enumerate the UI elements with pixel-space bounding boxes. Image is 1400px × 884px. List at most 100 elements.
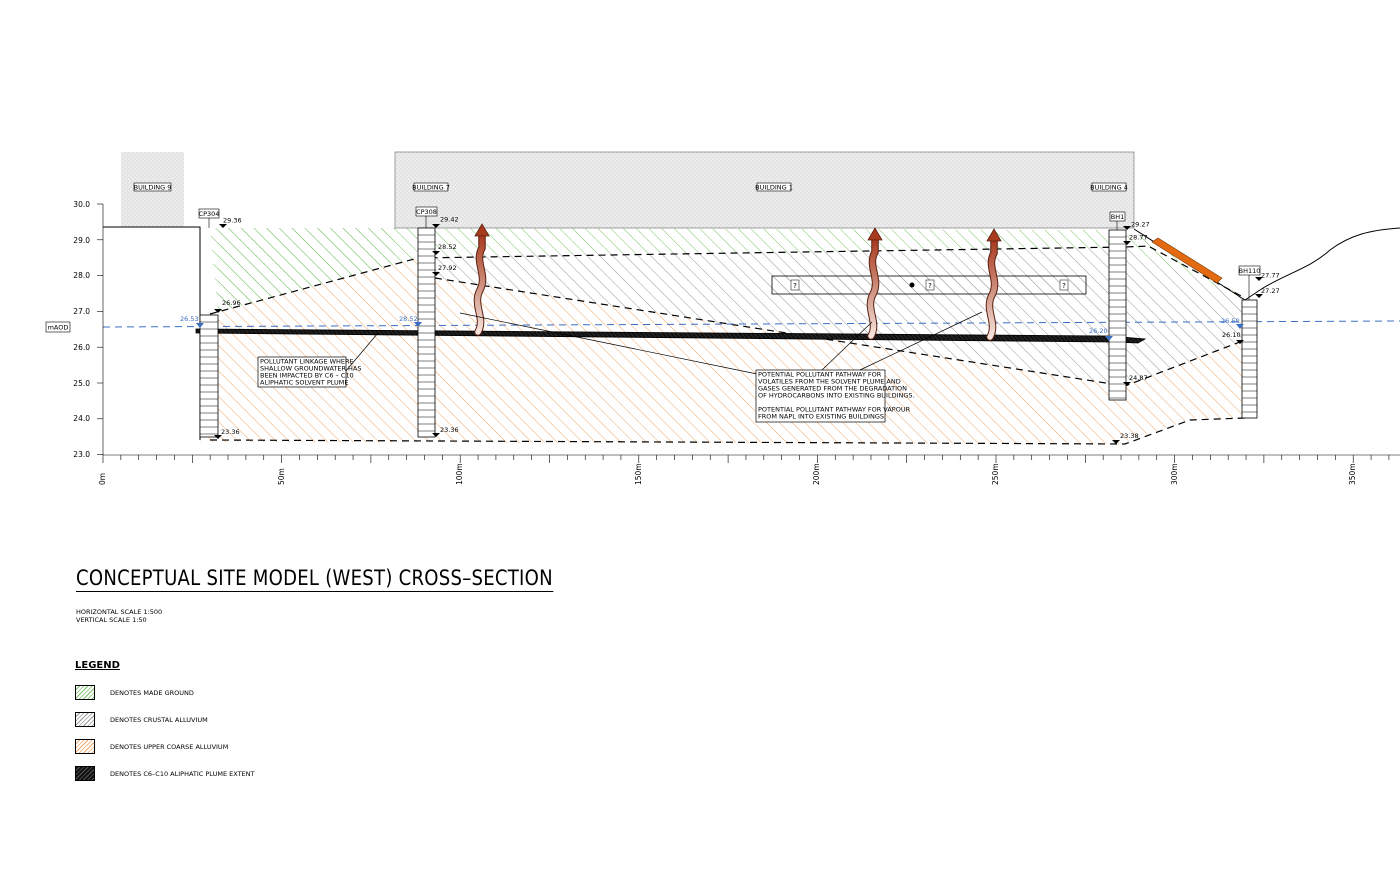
legend-label: DENOTES UPPER COARSE ALLUVIUM [110, 742, 229, 751]
svg-text:VOLATILES FROM THE SOLVENT PLU: VOLATILES FROM THE SOLVENT PLUME AND [758, 378, 901, 386]
annotation-right: POTENTIAL POLLUTANT PATHWAY FOR VOLATILE… [755, 369, 915, 423]
svg-text:GASES GENERATED FROM THE DEGRA: GASES GENERATED FROM THE DEGRADATION [758, 385, 907, 393]
elev-label-26: 26.0 [73, 343, 90, 352]
svg-text:ALIPHATIC SOLVENT PLUME: ALIPHATIC SOLVENT PLUME [260, 379, 349, 387]
water-table [102, 320, 1400, 328]
borehole-columns [199, 227, 1258, 438]
made-ground-west [210, 228, 395, 312]
svg-text:24.87: 24.87 [1129, 374, 1148, 382]
svg-text:26.53: 26.53 [180, 315, 199, 323]
crustal-alluvium-swatch [75, 712, 95, 727]
svg-text:26.96: 26.96 [222, 299, 241, 307]
svg-text:BUILDING 7: BUILDING 7 [412, 184, 450, 192]
annotation-left: POLLUTANT LINKAGE WHERE SHALLOW GROUNDWA… [257, 356, 362, 388]
legend-item-plume: DENOTES C6–C10 ALIPHATIC PLUME EXTENT [75, 760, 255, 787]
svg-text:?: ? [928, 282, 932, 290]
leader-lines [344, 311, 983, 375]
svg-text:27.27: 27.27 [1261, 287, 1280, 295]
svg-text:26.50: 26.50 [1221, 317, 1240, 325]
legend-label: DENOTES C6–C10 ALIPHATIC PLUME EXTENT [110, 769, 255, 778]
legend-item-crustal-alluvium: DENOTES CRUSTAL ALLUVIUM [75, 706, 255, 733]
svg-text:CP304: CP304 [199, 210, 220, 218]
elev-label-29: 29.0 [73, 236, 90, 245]
legend-label: DENOTES CRUSTAL ALLUVIUM [110, 715, 208, 724]
svg-text:?: ? [1062, 282, 1066, 290]
vertical-scale: VERTICAL SCALE 1:50 [76, 616, 147, 624]
cp308-column [417, 227, 436, 438]
svg-text:OF HYDROCARBONS INTO EXISTING: OF HYDROCARBONS INTO EXISTING BUILDINGS. [758, 392, 915, 400]
level-markers: 29.36 26.96 26.53 23.36 29.42 28.52 27.9… [180, 216, 1280, 444]
distance-axis: 0m 50m 100m 150m 200m 250m 300m 350m [98, 454, 1400, 485]
pathway-arrows [473, 223, 1002, 341]
svg-text:26.20: 26.20 [1089, 327, 1108, 335]
building-7-label: BUILDING 7 [412, 182, 450, 192]
svg-text:28.77: 28.77 [1129, 234, 1148, 242]
dist-label-350: 350m [1348, 463, 1357, 485]
dist-label-200: 200m [812, 463, 821, 485]
svg-text:BUILDING 1: BUILDING 1 [755, 184, 793, 192]
svg-text:BUILDING 4: BUILDING 4 [1090, 184, 1128, 192]
svg-text:27.92: 27.92 [438, 264, 457, 272]
svg-text:BUILDING 9: BUILDING 9 [134, 184, 172, 192]
svg-text:23.38: 23.38 [1120, 432, 1139, 440]
svg-text:?: ? [793, 282, 797, 290]
buildings: BUILDING 9 BUILDING 7 BUILDING 1 BUILDIN… [121, 151, 1135, 229]
building-4-label: BUILDING 4 [1090, 182, 1128, 192]
svg-text:BEEN IMPACTED BY C6 – C10: BEEN IMPACTED BY C6 – C10 [260, 372, 354, 380]
svg-text:CP308: CP308 [416, 208, 437, 216]
svg-text:mAOD: mAOD [48, 324, 69, 332]
svg-text:29.42: 29.42 [440, 216, 459, 224]
cp304-label: CP304 [199, 208, 220, 228]
elev-label-25: 25.0 [73, 379, 90, 388]
plume-swatch [75, 766, 95, 781]
scale-notes: HORIZONTAL SCALE 1:500 VERTICAL SCALE 1:… [76, 608, 631, 624]
cp304-column [199, 314, 219, 438]
datum-box [45, 321, 71, 333]
base-line [209, 417, 1246, 445]
dist-label-300: 300m [1170, 463, 1179, 485]
svg-text:29.36: 29.36 [223, 217, 242, 225]
slope-feature [1151, 237, 1223, 284]
made-ground-base-line [209, 245, 1151, 315]
svg-text:26.10: 26.10 [1222, 331, 1241, 339]
svg-text:23.36: 23.36 [440, 426, 459, 434]
svg-text:POTENTIAL POLLUTANT PATHWAY FO: POTENTIAL POLLUTANT PATHWAY FOR VAPOUR [758, 406, 911, 414]
upper-coarse-alluvium-swatch [75, 739, 95, 754]
elev-label-23: 23.0 [73, 450, 90, 459]
bh110-label: BH110 [1239, 265, 1260, 300]
borehole-graduations [200, 234, 1257, 435]
buried-structure: ? ? ? [771, 275, 1087, 295]
svg-text:POLLUTANT LINKAGE WHERE: POLLUTANT LINKAGE WHERE [260, 358, 354, 366]
legend-item-made-ground: DENOTES MADE GROUND [75, 679, 255, 706]
dist-label-50: 50m [277, 468, 286, 485]
svg-text:29.27: 29.27 [1131, 221, 1150, 229]
elev-label-28: 28.0 [73, 271, 90, 280]
svg-text:SHALLOW GROUNDWATER HAS: SHALLOW GROUNDWATER HAS [260, 365, 362, 373]
elev-label-27: 27.0 [73, 307, 90, 316]
borehole-labels: CP304 CP308 BH1 BH110 [199, 206, 1260, 300]
legend: LEGEND DENOTES MADE GROUND DENOTES CRUST… [75, 660, 255, 787]
made-ground-swatch [75, 685, 95, 700]
cp308-label: CP308 [415, 206, 438, 228]
legend-label: DENOTES MADE GROUND [110, 688, 194, 697]
dist-label-150: 150m [634, 463, 643, 485]
svg-text:POTENTIAL POLLUTANT PATHWAY FO: POTENTIAL POLLUTANT PATHWAY FOR [758, 371, 882, 379]
building-1-label: BUILDING 1 [755, 182, 793, 192]
dist-label-0: 0m [98, 473, 107, 485]
svg-text:28.52: 28.52 [399, 315, 418, 323]
bh1-column [1108, 229, 1127, 401]
elev-label-30: 30.0 [73, 200, 90, 209]
svg-text:23.36: 23.36 [221, 428, 240, 436]
legend-title: LEGEND [75, 660, 120, 671]
elev-label-24: 24.0 [73, 414, 90, 423]
svg-text:FROM NAPL INTO EXISTING BUILDI: FROM NAPL INTO EXISTING BUILDINGS. [758, 413, 886, 421]
dist-label-100: 100m [455, 463, 464, 485]
bh110-column [1241, 299, 1258, 419]
bh1-label: BH1 [1109, 211, 1126, 230]
legend-item-upper-coarse-alluvium: DENOTES UPPER COARSE ALLUVIUM [75, 733, 255, 760]
drawing-title: CONCEPTUAL SITE MODEL (WEST) CROSS–SECTI… [76, 566, 553, 592]
title-block: CONCEPTUAL SITE MODEL (WEST) CROSS–SECTI… [76, 565, 631, 624]
elevation-axis: 30.0 29.0 28.0 27.0 26.0 25.0 24.0 23.0 … [45, 200, 104, 459]
svg-text:BH1: BH1 [1111, 213, 1124, 221]
